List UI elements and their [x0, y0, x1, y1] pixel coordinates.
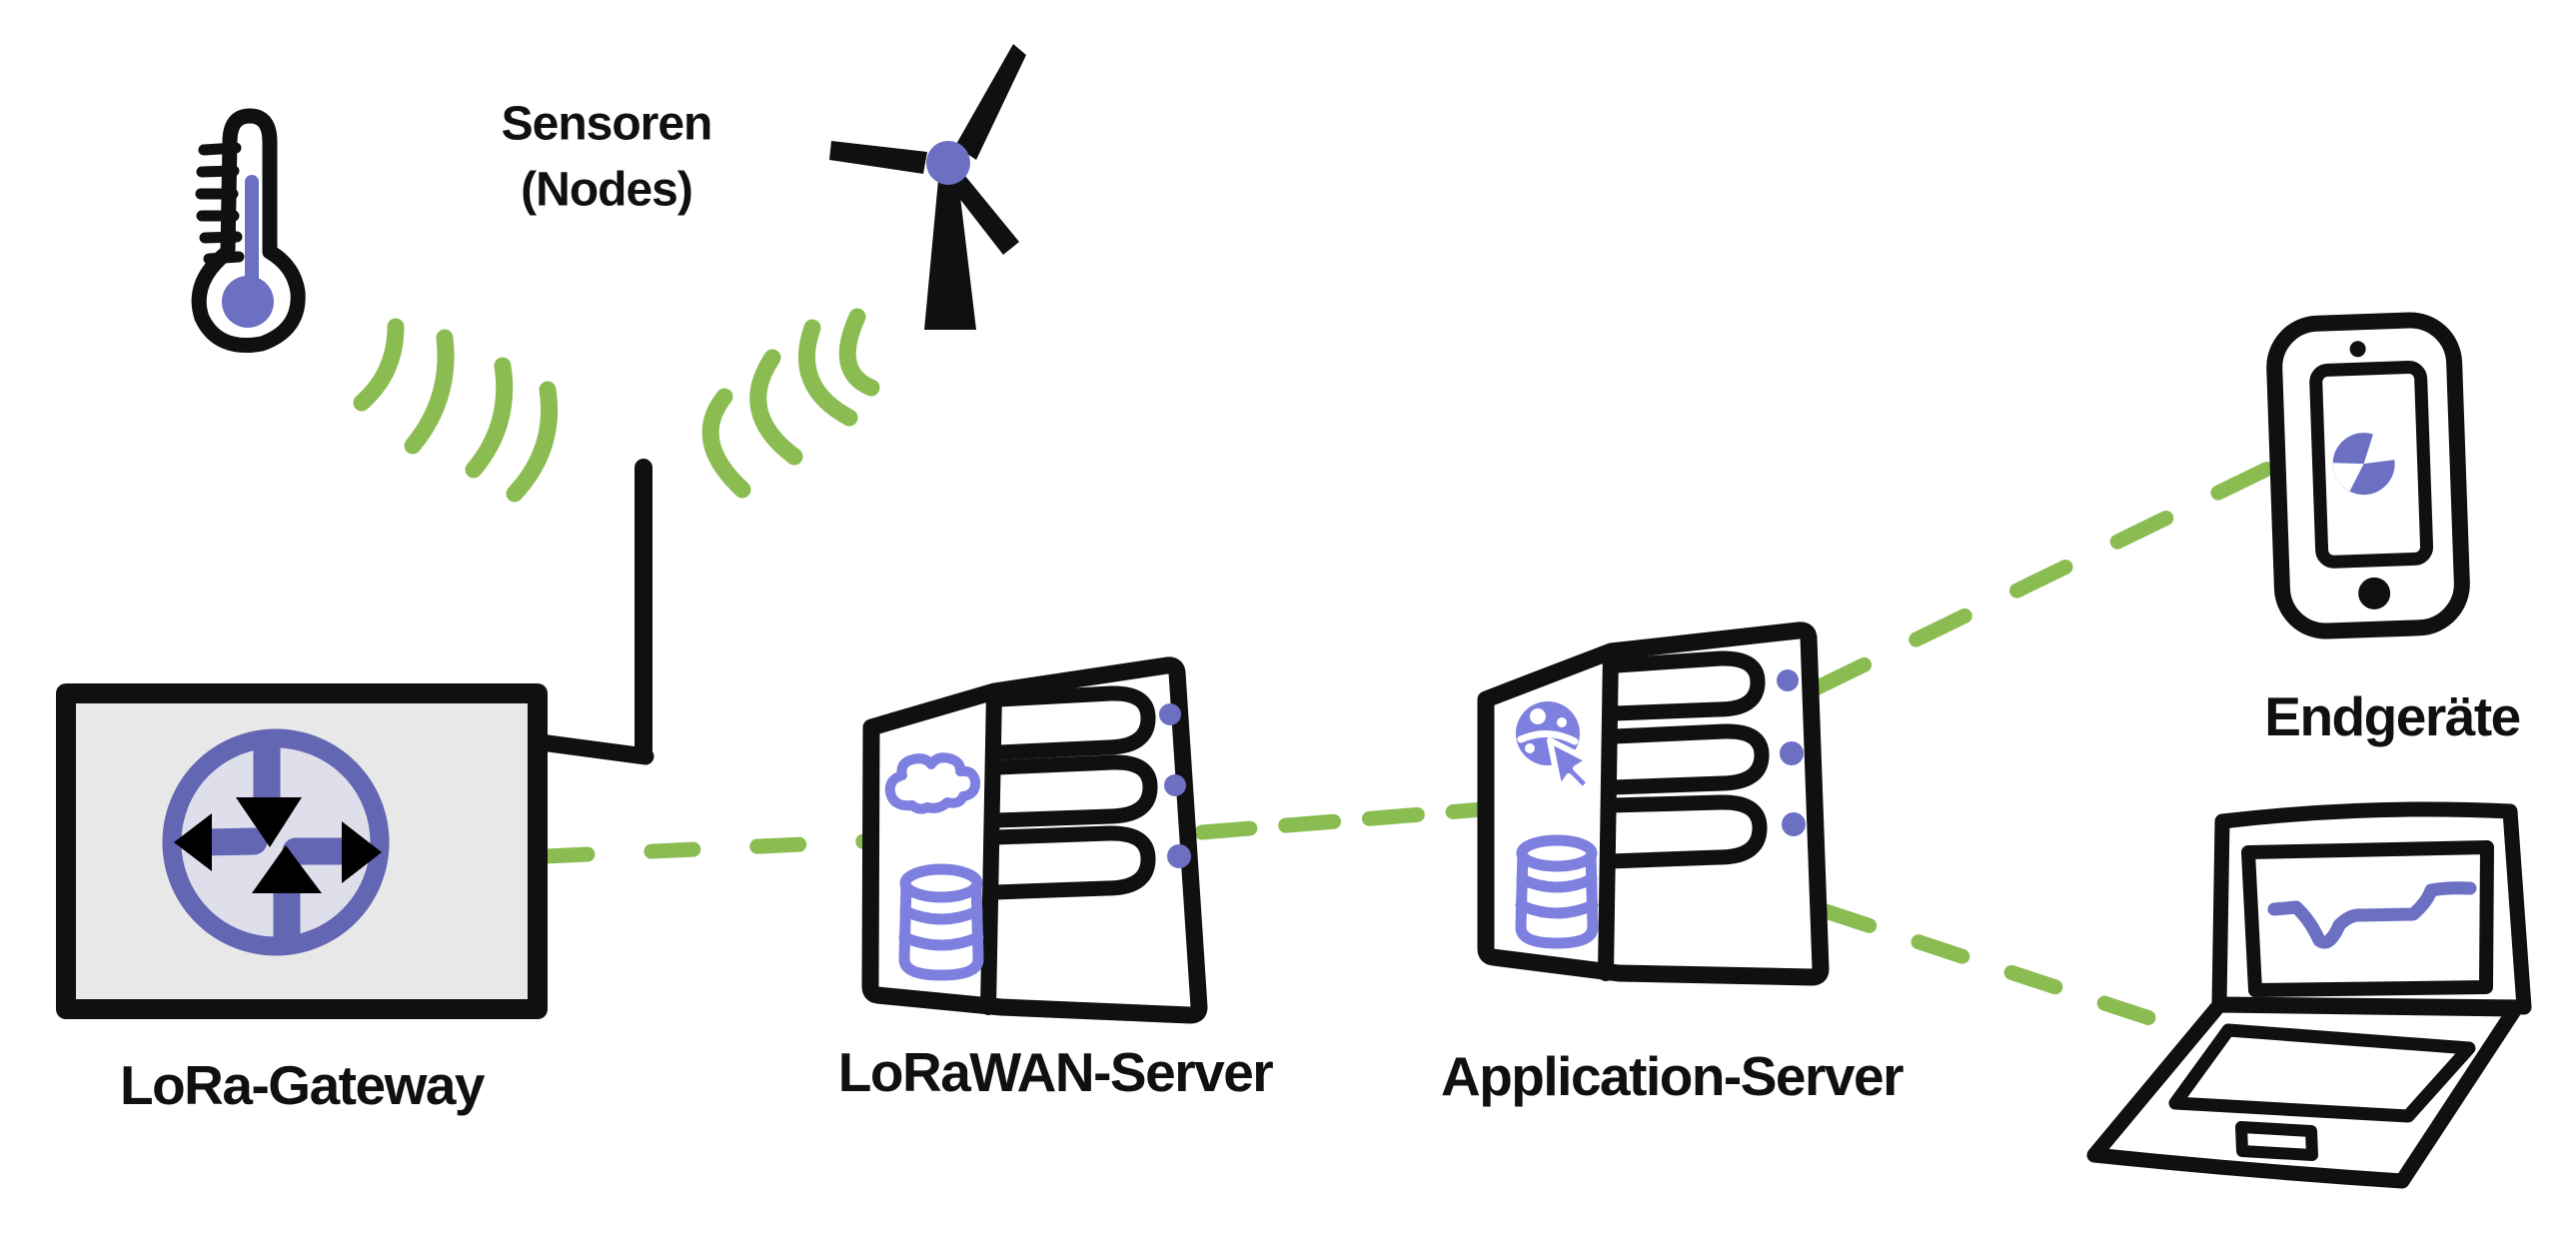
link-lorawan-to-application-server — [1194, 801, 1491, 840]
link-application-server-to-laptop — [1818, 903, 2203, 1041]
link-gateway-to-lorawan-server — [538, 833, 875, 864]
application-server-tower — [1477, 621, 1830, 986]
smartphone-icon — [2266, 312, 2470, 639]
lorawan-server-label: LoRaWAN-Server — [837, 1041, 1274, 1103]
wind-turbine-icon — [829, 44, 1026, 330]
laptop-icon — [2086, 801, 2532, 1189]
line-chart-icon — [2267, 881, 2477, 949]
cloud-icon — [884, 752, 981, 814]
gateway-label: LoRa-Gateway — [119, 1054, 486, 1116]
database-icon — [1515, 834, 1599, 949]
sensors-label-line1: Sensoren — [501, 97, 713, 151]
lora-gateway-box — [56, 683, 548, 1019]
end-devices-label: Endgeräte — [2264, 685, 2521, 747]
lorawan-server-tower — [861, 656, 1208, 1024]
link-application-server-to-smartphone — [1808, 454, 2290, 696]
globe-cursor-icon — [1516, 701, 1593, 793]
antenna-icon — [532, 459, 654, 765]
router-icon — [162, 728, 390, 956]
trackpad-icon — [2235, 1121, 2318, 1161]
home-button-icon — [2358, 577, 2391, 610]
database-icon — [898, 863, 984, 981]
thermometer-icon — [191, 108, 306, 353]
sensors-label-line2: (Nodes) — [521, 163, 693, 217]
pie-chart-icon — [2332, 432, 2395, 496]
application-server-label: Application-Server — [1440, 1045, 1905, 1107]
radio-waves-icon — [353, 308, 880, 503]
